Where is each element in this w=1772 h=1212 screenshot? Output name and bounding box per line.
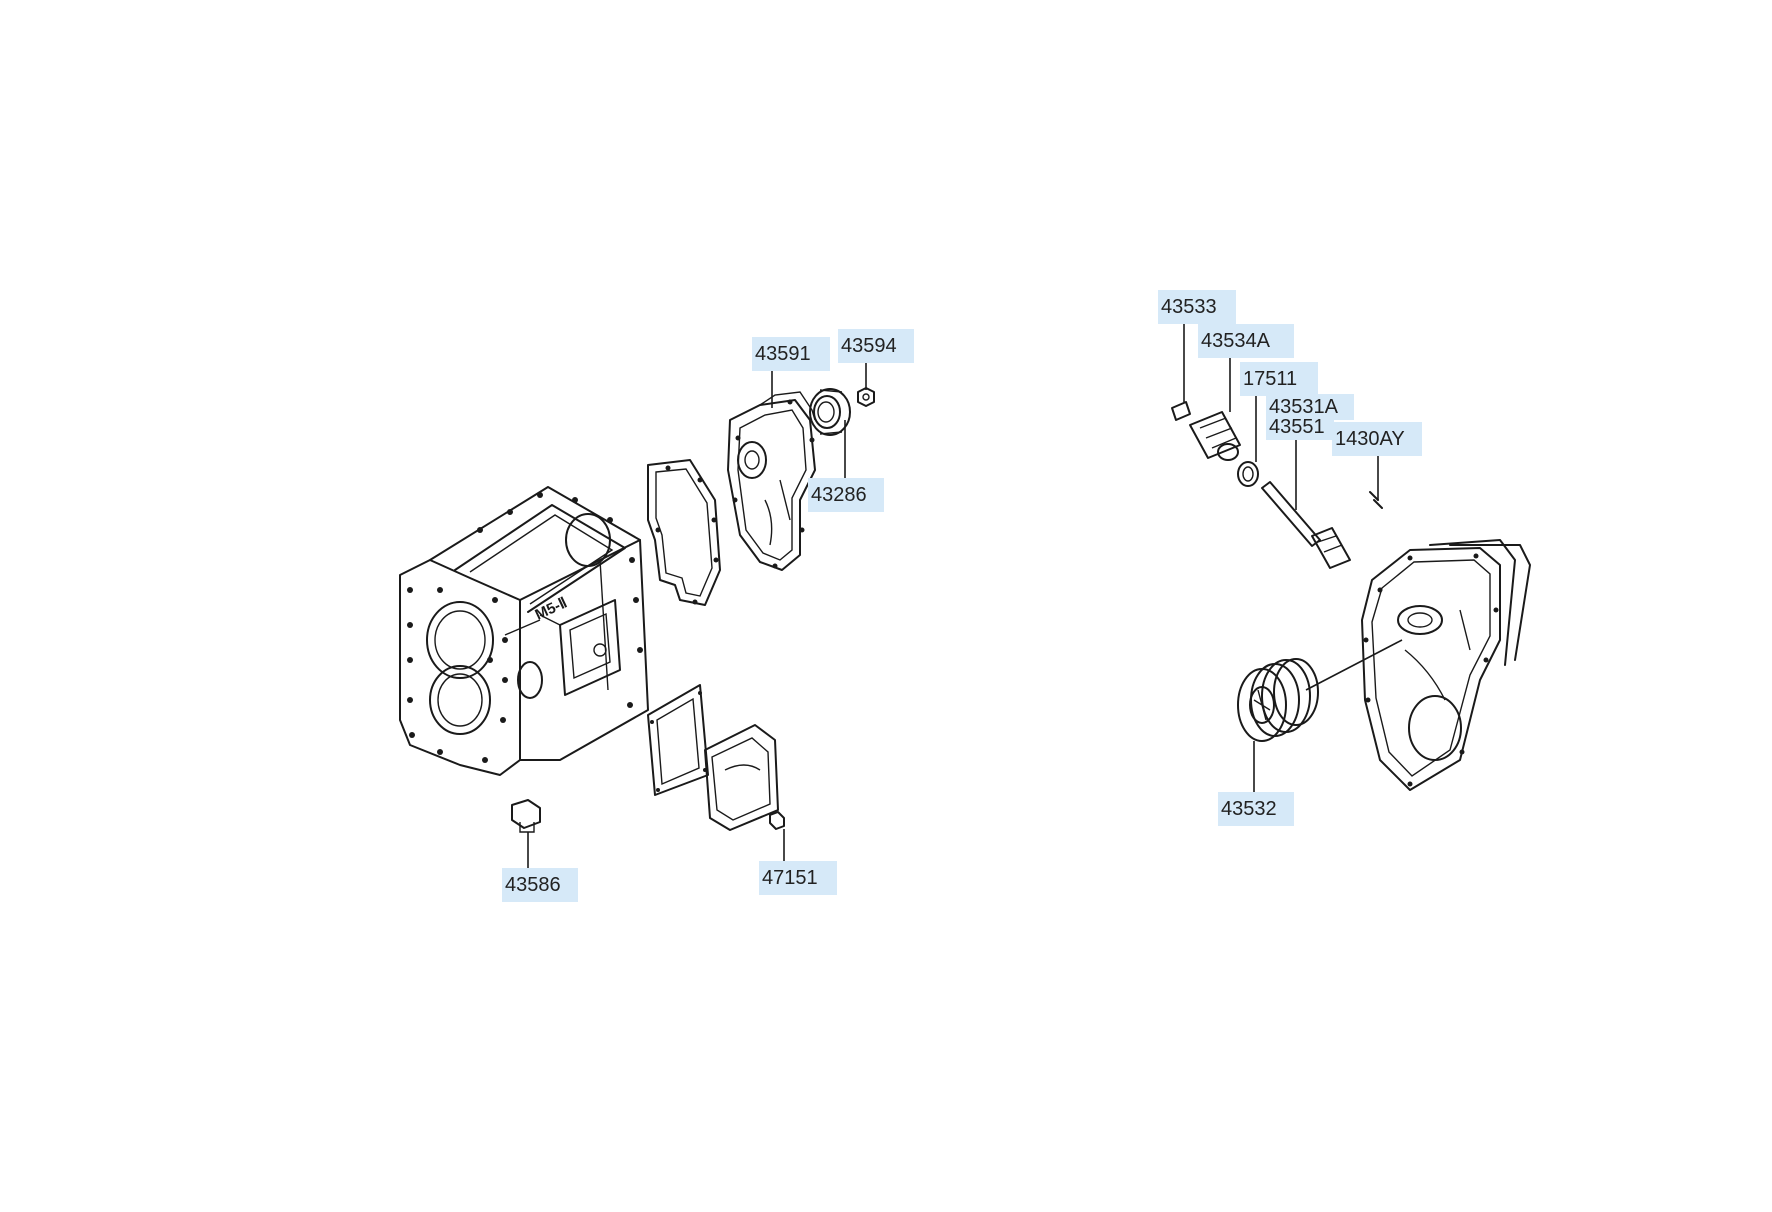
extension-housing-illustration bbox=[1361, 539, 1531, 791]
rear-housing-illustration bbox=[727, 391, 816, 571]
transmission-case-illustration: M5-Ⅱ bbox=[399, 486, 649, 776]
leader-gear-housing bbox=[1305, 639, 1403, 691]
cover-gasket-illustration bbox=[647, 684, 709, 796]
part-label-43534A[interactable]: 43534A bbox=[1198, 324, 1294, 358]
part-label-43586[interactable]: 43586 bbox=[502, 868, 578, 902]
sleeve-illustration bbox=[1171, 401, 1191, 421]
part-label-1430AY[interactable]: 1430AY bbox=[1332, 422, 1422, 456]
rear-gasket-illustration bbox=[647, 459, 721, 606]
part-label-43594[interactable]: 43594 bbox=[838, 329, 914, 363]
part-label-43533[interactable]: 43533 bbox=[1158, 290, 1236, 324]
cover-bolt-illustration bbox=[769, 811, 785, 830]
part-label-43286[interactable]: 43286 bbox=[808, 478, 884, 512]
drain-plug-illustration bbox=[511, 799, 541, 833]
bottom-cover-illustration bbox=[704, 724, 779, 831]
pin-illustration bbox=[1369, 491, 1383, 509]
part-label-17511[interactable]: 17511 bbox=[1240, 362, 1318, 396]
oil-seal-illustration bbox=[809, 388, 851, 436]
part-label-43591[interactable]: 43591 bbox=[752, 337, 830, 371]
drive-gear-illustration bbox=[1237, 658, 1319, 742]
driven-gear-sleeve-illustration bbox=[1189, 411, 1241, 461]
part-label-47151[interactable]: 47151 bbox=[759, 861, 837, 895]
nut-illustration bbox=[857, 387, 875, 407]
driven-gear-shaft-illustration bbox=[1261, 481, 1351, 569]
part-label-43551[interactable]: 43551 bbox=[1266, 414, 1334, 440]
part-label-43532[interactable]: 43532 bbox=[1218, 792, 1294, 826]
leader-lines bbox=[527, 324, 1403, 868]
o-ring-illustration bbox=[1237, 461, 1259, 487]
